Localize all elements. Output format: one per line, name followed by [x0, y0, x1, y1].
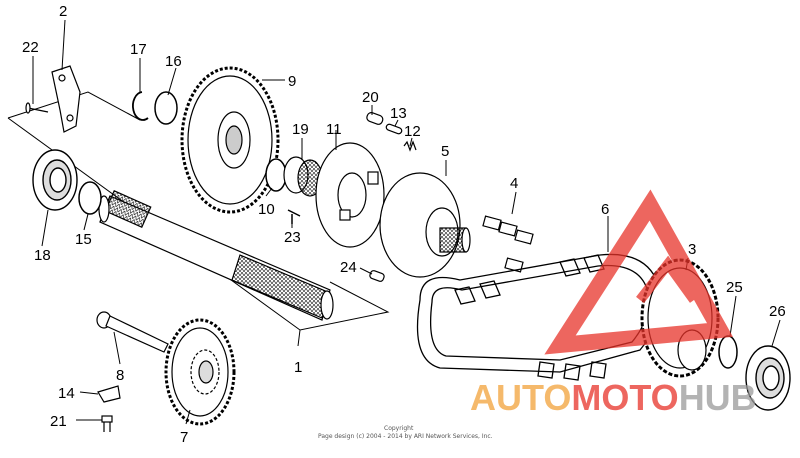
label-24: 24 [340, 259, 357, 276]
label-8: 8 [116, 367, 124, 384]
label-16: 16 [165, 53, 182, 70]
watermark-logo: AUTOMOTOHUB [470, 189, 757, 418]
clutch-hub-11 [315, 142, 385, 248]
bolt-21 [101, 415, 113, 432]
chain-6 [416, 253, 662, 381]
spring-12 [403, 140, 417, 152]
sprocket-7 [164, 318, 236, 426]
drum-5 [379, 172, 471, 278]
washer-25 [718, 335, 738, 369]
label-7: 7 [180, 429, 188, 446]
watermark-text-moto: MOTO [571, 377, 678, 418]
pin-20 [366, 112, 384, 125]
block-24 [369, 270, 385, 282]
label-23: 23 [284, 229, 301, 246]
shim-15 [78, 181, 102, 215]
pin-13 [385, 123, 403, 135]
label-13: 13 [390, 105, 407, 122]
label-18: 18 [34, 247, 51, 264]
label-6: 6 [601, 201, 609, 218]
main-shaft [98, 190, 334, 321]
label-21: 21 [50, 413, 67, 430]
bolt-22 [25, 102, 49, 114]
copyright-title: Copyright [384, 425, 414, 432]
label-20: 20 [362, 89, 379, 106]
rollers-4 [482, 215, 534, 273]
label-4: 4 [510, 175, 518, 192]
label-12: 12 [404, 123, 421, 140]
label-3: 3 [688, 241, 696, 258]
label-17: 17 [130, 41, 147, 58]
label-25: 25 [726, 279, 743, 296]
gear-9 [180, 66, 280, 214]
washer-10 [265, 158, 287, 192]
label-22: 22 [22, 39, 39, 56]
plate-14 [97, 385, 121, 403]
bearing-26 [745, 345, 791, 411]
label-26: 26 [769, 303, 786, 320]
label-11: 11 [326, 121, 342, 138]
bearing-18 [32, 149, 78, 211]
leader-lines [32, 19, 781, 425]
label-10: 10 [258, 201, 275, 218]
label-9: 9 [288, 73, 296, 90]
watermark-text-auto: AUTO [470, 377, 571, 418]
bolt-8 [96, 311, 169, 353]
label-5: 5 [441, 143, 449, 160]
circlip-17 [132, 91, 149, 121]
watermark-text: AUTOMOTOHUB [470, 377, 757, 418]
watermark-text-hub: HUB [679, 377, 757, 418]
label-15: 15 [75, 231, 92, 248]
pin-23 [287, 209, 301, 224]
label-14: 14 [58, 385, 75, 402]
part-labels: 2 22 17 16 9 20 13 19 11 12 5 4 10 6 18 … [22, 3, 786, 446]
label-19: 19 [292, 121, 309, 138]
copyright-text: Page design (c) 2004 - 2014 by ARI Netwo… [318, 433, 493, 440]
washer-16 [154, 91, 178, 125]
bracket-2 [51, 65, 81, 133]
label-1: 1 [294, 359, 302, 376]
label-2: 2 [59, 3, 67, 20]
